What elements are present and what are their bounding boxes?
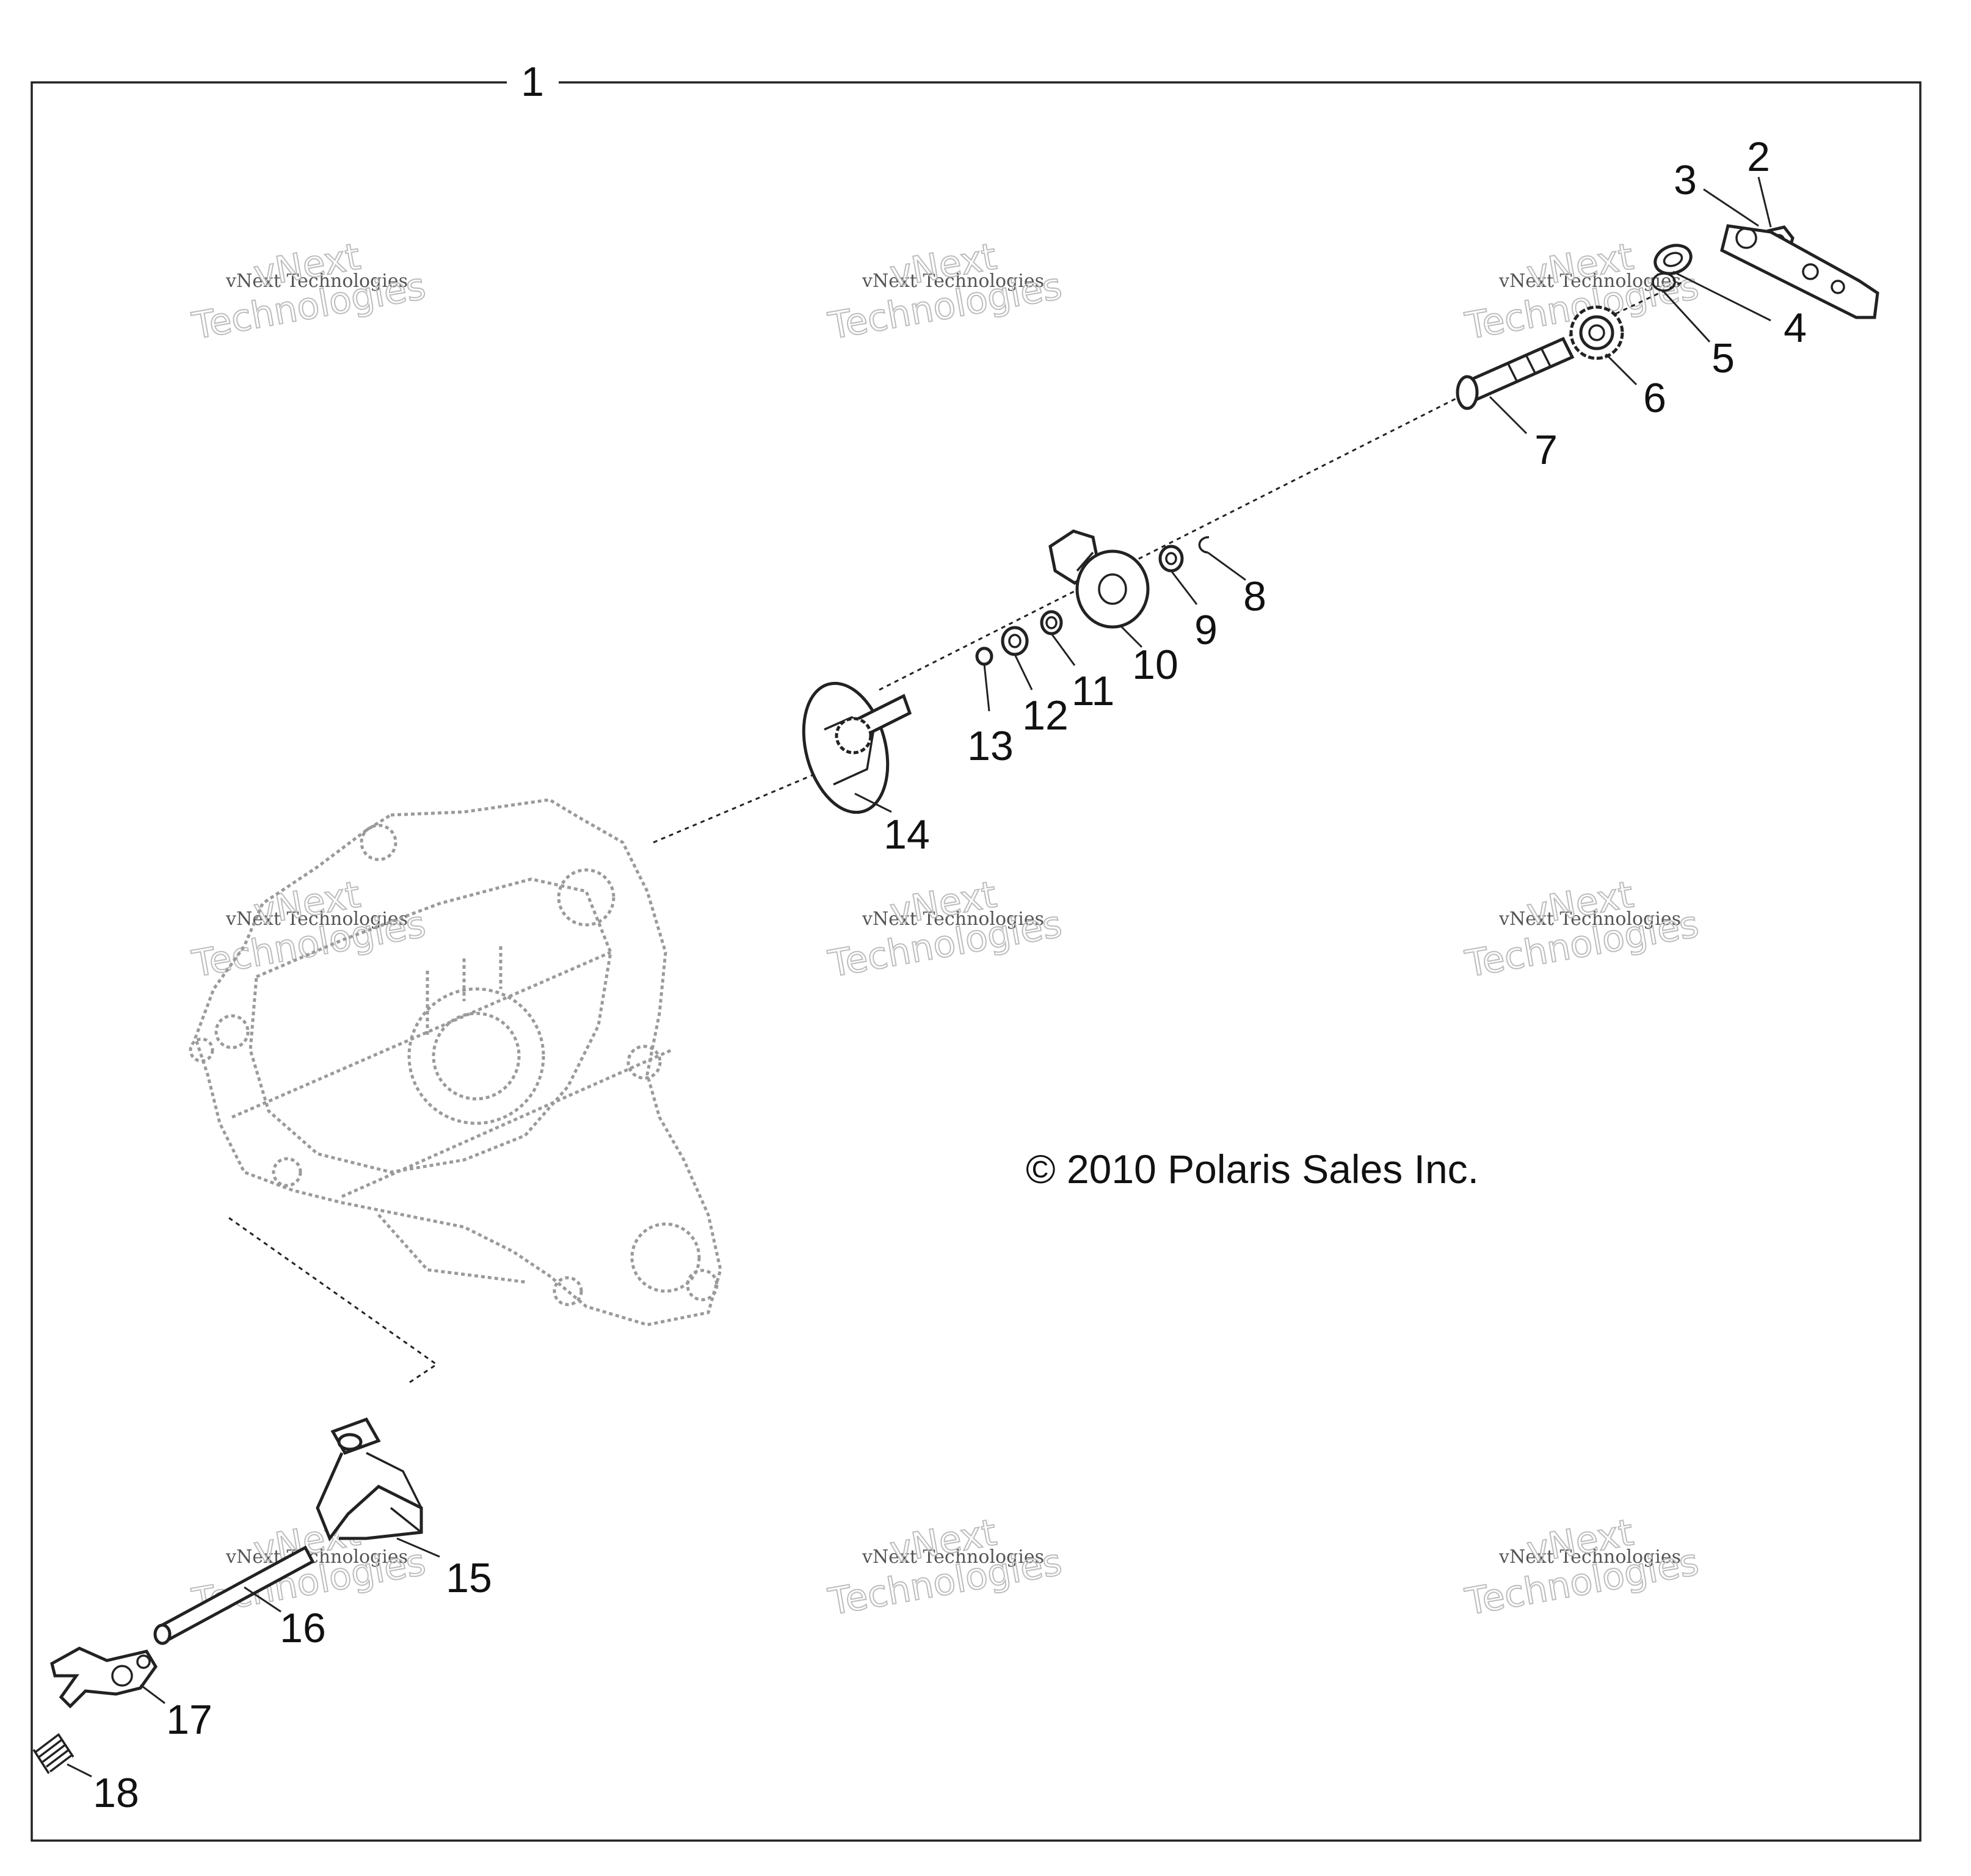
part-15-shift-fork [316,1417,423,1542]
crankcase-ghost [189,798,722,1327]
part-18-spring [32,1733,74,1774]
watermark: vNext Technologies Technologies vNext [1461,872,1702,987]
callout-9: 9 [1194,607,1218,653]
callout-18: 18 [93,1770,139,1816]
part-11-oring [1040,610,1063,636]
watermark-text: vNext Technologies [1498,908,1681,930]
watermark-text: vNext Technologies [1498,270,1681,292]
part-9-washer [1158,545,1184,573]
callout-14: 14 [884,811,930,858]
ghost-bolt-boss [686,1269,719,1302]
part-17-shift-fork [50,1646,158,1709]
callout-3: 3 [1674,157,1697,203]
watermark: vNext Technologies Technologies vNext [824,1510,1065,1624]
ghost-bearing-bore [630,1222,701,1293]
callout-12: 12 [1022,692,1069,739]
watermark-text: vNext Technologies [862,270,1044,292]
callout-6: 6 [1643,375,1666,421]
ghost-bearing-bore [407,987,545,1125]
callout-5: 5 [1711,335,1735,382]
part-12-washer [1001,626,1029,656]
part-7-shift-shaft [1456,336,1575,410]
ghost-bearing-bore [557,868,615,927]
callout-16: 16 [280,1605,326,1651]
watermarks: vNext Technologies Technologies vNext vN… [188,234,1702,1624]
part-5-circlip [1652,272,1676,292]
callout-17: 17 [166,1697,212,1743]
leader-lines [67,176,1772,1778]
part-10-cam [1048,529,1150,629]
callout-10: 10 [1132,642,1178,688]
ghost-bolt-boss [553,1276,583,1306]
watermark-text: vNext Technologies [225,270,408,292]
assembly-frame: 1 [31,59,1922,1842]
callout-11: 11 [1072,668,1115,714]
ghost-bolt-boss [189,1037,214,1063]
callout-4: 4 [1784,305,1807,351]
callouts: 2 3 4 5 6 7 8 9 10 11 12 13 14 15 16 17 … [93,134,1807,1816]
part-3-shift-lever [1720,224,1879,319]
watermark-text: vNext Technologies [225,1546,408,1568]
ghost-bolt-boss [626,1045,662,1080]
part-8-clip [1198,536,1210,554]
part-13-washer [975,646,993,666]
copyright-notice: © 2010 Polaris Sales Inc. [1026,1146,1479,1192]
callout-1: 1 [521,59,544,105]
watermark: vNext Technologies Technologies vNext [188,234,429,349]
assembly-axis [228,280,1686,1384]
ghost-bolt-boss [272,1157,302,1187]
watermark-text: vNext Technologies [1498,1546,1681,1568]
watermark-text: vNext Technologies [862,1546,1044,1568]
watermark-text: vNext Technologies [862,908,1044,930]
part-16-fork-rod [153,1545,315,1645]
part-4-washer [1653,244,1693,275]
watermark: vNext Technologies Technologies vNext [188,872,429,987]
watermark: vNext Technologies Technologies vNext [824,872,1065,987]
ghost-bearing-bore [432,1012,521,1101]
part-6-gear [1569,305,1624,360]
part-14-drum-segment [802,681,912,814]
callout-8: 8 [1243,573,1266,620]
watermark: vNext Technologies Technologies vNext [1461,1510,1702,1624]
callout-13: 13 [967,723,1014,769]
watermark: vNext Technologies Technologies vNext [824,234,1065,349]
callout-2: 2 [1747,134,1770,180]
ghost-bolt-boss [214,1014,250,1049]
ghost-bolt-boss [360,824,397,861]
callout-15: 15 [446,1555,492,1601]
callout-7: 7 [1534,427,1558,473]
